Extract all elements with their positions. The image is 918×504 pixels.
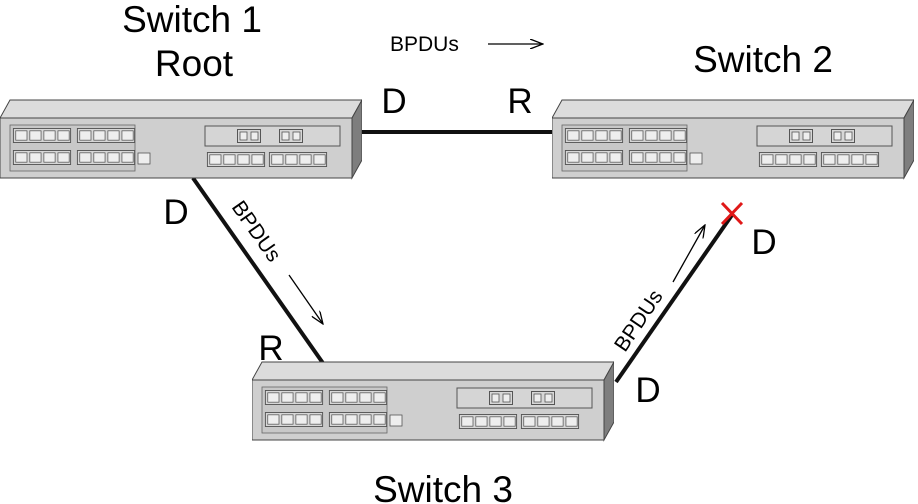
port-label-s2-to-s1: R [507,82,532,121]
switch-1-name: Switch 1 [122,0,262,40]
port-label-s2-to-s3: D [751,223,776,262]
port-label-s1-to-s3: D [163,193,188,232]
bpdu-label-s1-s3: BPDUs [227,197,285,267]
bpdu-arrow-s3-s2 [672,225,705,283]
switch-3 [252,362,614,440]
switch-1-role: Root [155,43,234,84]
link-s3-s2 [614,213,734,384]
blocked-port-x-icon [720,201,744,226]
switch-1 [0,100,362,178]
bpdu-label-s1-s2: BPDUs [390,33,459,56]
switch-3-name: Switch 3 [373,469,513,504]
port-label-s3-to-s1: R [258,329,283,368]
port-label-s3-to-s2: D [635,371,660,410]
bpdu-arrow-s1-s3 [288,274,323,324]
switch-2 [552,100,914,178]
link-s1-s3 [191,176,327,368]
port-label-s1-to-s2: D [381,82,406,121]
switch-2-name: Switch 2 [693,39,833,80]
